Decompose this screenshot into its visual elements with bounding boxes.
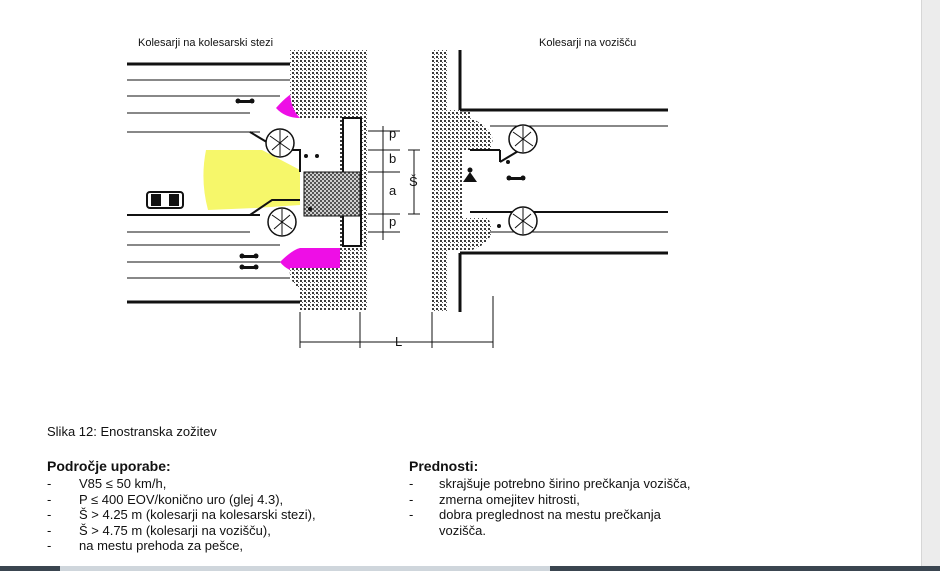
tree-top-left	[265, 128, 295, 158]
bike-marker-right	[506, 175, 526, 181]
dim-label-p-top: p	[389, 126, 397, 141]
right-sidewalk	[432, 50, 493, 312]
dim-label-s: Š	[409, 174, 418, 189]
dim-label-l: L	[395, 334, 403, 349]
dim-label-p-bottom: p	[389, 214, 397, 229]
list-item: -V85 ≤ 50 km/h,	[47, 476, 167, 491]
car-icon	[146, 191, 184, 209]
list-item: vozišča.	[439, 522, 486, 538]
list-item: -P ≤ 400 EOV/konično uro (glej 4.3),	[47, 491, 284, 507]
road-narrowing-figure	[127, 50, 668, 348]
tree-bottom-left	[267, 207, 297, 237]
usage-list: -V85 ≤ 50 km/h, -P ≤ 400 EOV/konično uro…	[47, 476, 316, 554]
list-item: -na mestu prehoda za pešce,	[47, 538, 244, 553]
dimension-lines	[299, 126, 494, 348]
dim-label-a: a	[389, 183, 397, 198]
figure-caption: Slika 12: Enostranska zožitev	[47, 424, 217, 439]
dots-right	[497, 160, 510, 228]
bottom-scroll-bar[interactable]	[0, 566, 940, 571]
tree-bottom-right	[508, 206, 538, 236]
figure-label-left: Kolesarji na kolesarski stezi	[138, 37, 274, 49]
bike-marker-bottom-left	[239, 253, 259, 270]
page-edge	[921, 0, 940, 571]
bike-marker-top-left	[235, 98, 255, 104]
list-item: -Š > 4.25 m (kolesarji na kolesarski ste…	[47, 507, 316, 522]
advantages-heading: Prednosti:	[409, 458, 479, 474]
list-item: -skrajšuje potrebno širino prečkanja voz…	[409, 476, 691, 491]
list-item: -zmerna omejitev hitrosti,	[409, 491, 580, 507]
right-road	[458, 50, 668, 312]
pedestrian-marker	[463, 167, 477, 182]
dots-left	[304, 154, 319, 211]
crossing-island	[303, 171, 361, 217]
list-item: -dobra preglednost na mestu prečkanja	[409, 507, 661, 522]
usage-heading: Področje uporabe:	[47, 458, 171, 474]
figure-label-right: Kolesarji na vozišču	[539, 37, 637, 49]
advantages-list: -skrajšuje potrebno širino prečkanja voz…	[409, 476, 690, 538]
yellow-area	[203, 150, 300, 210]
dim-label-b: b	[389, 151, 397, 166]
scroll-thumb[interactable]	[60, 566, 550, 571]
tree-top-right	[508, 124, 538, 154]
left-road	[127, 62, 300, 304]
list-item: -Š > 4.75 m (kolesarji na vozišču),	[47, 522, 271, 538]
